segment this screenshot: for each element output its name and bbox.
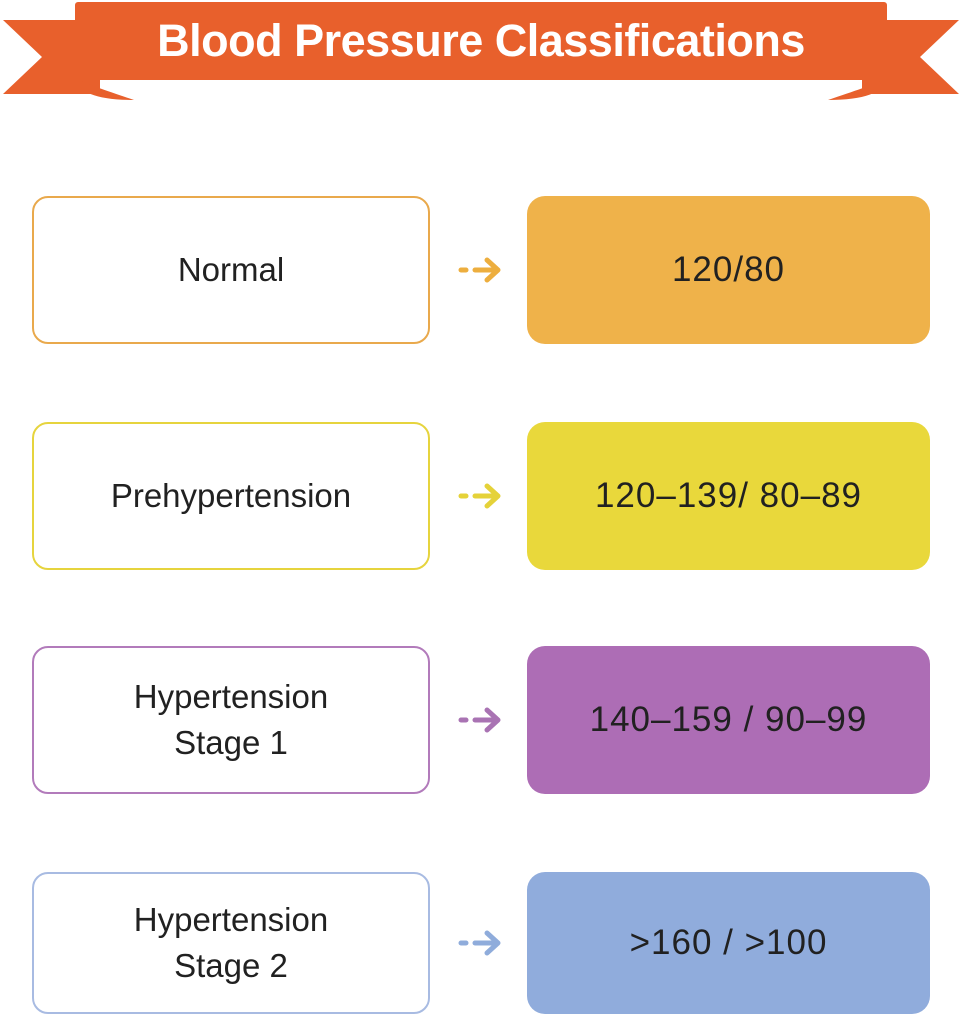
label-text: Prehypertension (110, 477, 352, 514)
label-box-prehypertension: Prehypertension (32, 422, 430, 570)
ribbon-shape-graphic (3, 2, 959, 100)
classification-row-prehypertension: Prehypertension 120–139/ 80–89 (0, 422, 962, 570)
label-text: Hypertension (133, 901, 329, 938)
label-text-line2: Stage 1 (174, 724, 288, 761)
label-text-line2: Stage 2 (174, 947, 288, 984)
value-pill-hypertension-stage-2: >160 / >100 (527, 872, 930, 1014)
label-text: Hypertension (133, 678, 329, 715)
label-box-hypertension-stage-1: Hypertension Stage 1 (32, 646, 430, 794)
dashed-arrow-icon (457, 481, 503, 511)
classification-row-hypertension-stage-2: Hypertension Stage 2 >160 / >100 (0, 872, 962, 1014)
value-pill-hypertension-stage-1: 140–159 / 90–99 (527, 646, 930, 794)
classification-row-normal: Normal 120/80 (0, 196, 962, 344)
label-box-normal: Normal (32, 196, 430, 344)
value-pill-prehypertension: 120–139/ 80–89 (527, 422, 930, 570)
page-title: Blood Pressure Classifications (157, 15, 805, 66)
dashed-arrow-icon (457, 255, 503, 285)
value-pill-normal: 120/80 (527, 196, 930, 344)
classification-row-hypertension-stage-1: Hypertension Stage 1 140–159 / 90–99 (0, 646, 962, 794)
label-text: Normal (177, 251, 285, 288)
label-box-hypertension-stage-2: Hypertension Stage 2 (32, 872, 430, 1014)
dashed-arrow-icon (457, 928, 503, 958)
ribbon-banner: Blood Pressure Classifications (0, 0, 962, 112)
dashed-arrow-icon (457, 705, 503, 735)
